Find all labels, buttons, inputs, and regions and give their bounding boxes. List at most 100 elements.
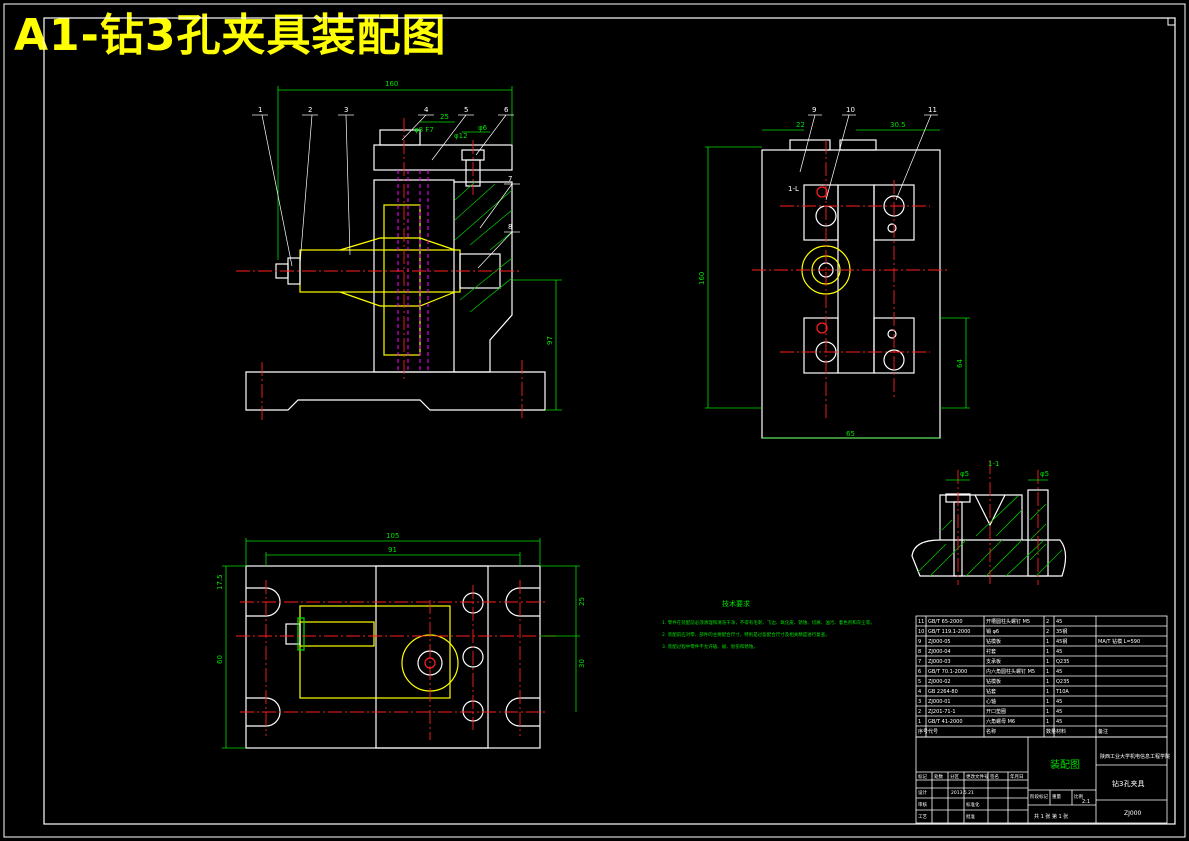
parts-cell: 六角螺母 M6 [986,718,1015,725]
dim-label: φ8 F7 [414,126,434,134]
parts-cell: 10 [918,629,924,635]
section-v-groove [974,494,1006,527]
tb-stage: 比例 [1074,793,1083,800]
parts-cell: ZJ000-01 [928,699,951,705]
tb-role: 标准化 [966,801,980,808]
leader-label: 10 [846,106,855,114]
parts-cell: ZJ000-04 [928,649,951,655]
tb-role: 设计 [918,789,927,796]
section-body [939,494,1023,540]
drawing-number: ZJ000 [1124,810,1142,817]
top-nut [285,623,301,645]
part-name: 钻3孔夹具 [1112,779,1144,788]
parts-cell: 8 [918,649,921,655]
leader-label: 9 [812,106,816,114]
leader-label: 3 [344,106,348,114]
tb-label: 处数 [934,773,943,780]
parts-cell: T10A [1055,689,1069,695]
front-top-plate [373,144,513,171]
tb-label: 标记 [918,773,927,780]
parts-cell: 45 [1056,719,1062,725]
parts-cell: 45 [1056,649,1062,655]
section-view [911,460,1067,585]
parts-cell: ZJ000-05 [928,639,951,645]
parts-cell: 钻模板 [986,678,1001,685]
front-drill-bush-head [379,129,421,146]
leader-label: 11 [928,106,937,114]
parts-header-cell: 数量 [1046,728,1056,735]
side-body [761,149,941,439]
scale: 2:1 [1082,799,1090,805]
parts-cell: 11 [918,619,924,625]
parts-header-cell: 备注 [1098,728,1108,735]
dim-label: 22 [796,121,805,129]
dim-label: 30.5 [890,121,906,129]
dim-label: 97 [546,336,554,345]
tb-role: 批准 [966,813,975,820]
sheet-info: 共 1 张 第 1 张 [1034,813,1068,820]
top-workpiece [299,605,451,699]
top-mandrel [299,621,375,647]
outer-border [3,3,1186,838]
parts-cell: 2 [918,709,921,715]
parts-cell: 销 φ6 [986,628,999,635]
parts-cell: ZJ000-03 [928,659,951,665]
parts-cell: 5 [918,679,921,685]
parts-cell: 内六角圆柱头螺钉 M5 [986,668,1035,675]
front-workpiece-top [339,237,456,251]
dim-label: 60 [216,655,224,664]
parts-cell: ZJ000-02 [928,679,951,685]
tb-label: 更改文件号 [966,773,989,780]
side-top-left-tab [789,139,831,151]
frame-corner-mark [1167,17,1176,26]
parts-header-cell: 序号 [918,728,928,735]
parts-cell: 开槽圆柱头螺钉 M5 [986,618,1030,625]
parts-cell: 1 [1046,639,1049,645]
parts-cell: 1 [918,719,921,725]
top-center-block [375,565,489,749]
dim-label: 65 [846,430,855,438]
parts-cell: 3 [918,699,921,705]
dim-label: 17.5 [216,574,224,590]
dim-label: 30 [578,659,586,668]
parts-cell: 衬套 [986,648,996,655]
top-base [245,565,541,749]
tb-label: 分区 [950,773,959,780]
side-pin-ll [816,322,828,334]
parts-cell: 支承板 [986,658,1001,665]
parts-cell: 45 [1056,699,1062,705]
top-washer [297,617,305,651]
parts-cell: 心轴 [986,698,996,705]
dim-label: φ5 [1040,470,1049,478]
parts-cell: 45 [1056,669,1062,675]
dim-label: 25 [440,113,449,121]
parts-cell: GB/T 65-2000 [928,619,963,625]
parts-cell: 7 [918,659,921,665]
parts-cell: 钻套 [986,688,996,695]
parts-cell: 1 [1046,719,1049,725]
tb-stage: 重量 [1052,793,1061,800]
parts-cell: GB/T 119.1-2000 [928,629,970,635]
tech-line: 2. 装配前应对零、部件的主要配合尺寸，特别是过盈配合尺寸及相关精度进行复查。 [662,631,830,638]
side-top-center-tab [839,139,877,151]
parts-cell: GB/T 41-2000 [928,719,963,725]
parts-cell: 35钢 [1056,628,1067,635]
leader-label: 1 [258,106,262,114]
drawing-title: A1-钻3孔夹具装配图 [14,10,447,61]
leader-label: 7 [508,175,512,183]
parts-cell: 1 [1046,699,1049,705]
parts-cell: Q235 [1056,659,1069,665]
parts-cell: 9 [918,639,921,645]
parts-cell: 45 [1056,709,1062,715]
leader-label: 6 [504,106,509,114]
side-view [705,114,970,439]
leader-label: 8 [508,223,512,231]
technical-requirements: 技术要求 1. 零件在装配前必须清理和清洗干净，不得有毛刺、飞边、氧化皮、锈蚀、… [662,599,875,650]
dim-label: φ5 [960,470,969,478]
parts-cell: 2 [1046,629,1049,635]
school-name: 陕西工业大学机电信息工程学院 [1100,753,1170,760]
drawing-frame [43,17,1176,825]
front-workpiece-bore [383,204,421,356]
